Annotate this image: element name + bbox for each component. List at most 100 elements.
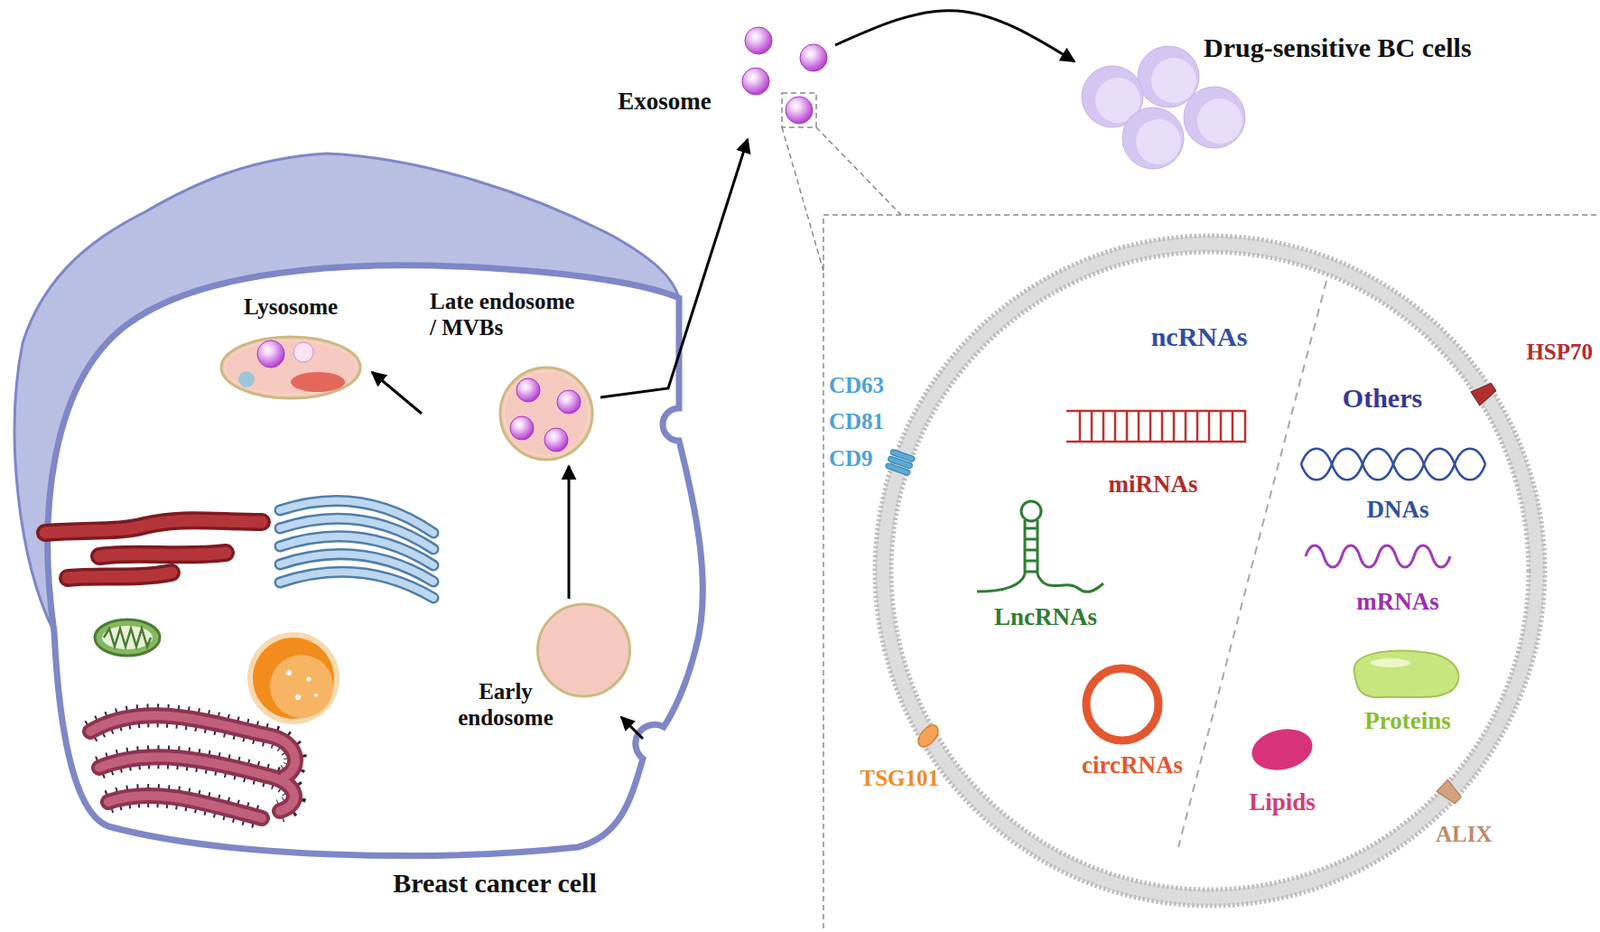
nucleus-envelope bbox=[247, 632, 340, 725]
rer-tube bbox=[108, 795, 262, 819]
zoom-box bbox=[781, 93, 817, 128]
lysosome-shape bbox=[221, 336, 361, 399]
flow-arrow bbox=[835, 10, 1075, 62]
exosome-group-shape bbox=[595, 23, 833, 136]
bc-cell-highlight bbox=[1151, 57, 1197, 103]
component-label: CD9 bbox=[828, 446, 874, 473]
protein-icon bbox=[1354, 651, 1460, 698]
mito-outer bbox=[94, 619, 160, 656]
late-endosome: Late endosome / MVBs bbox=[424, 283, 598, 463]
exosome-vesicle bbox=[516, 378, 540, 402]
bc-cell bbox=[1183, 86, 1246, 149]
er-tube bbox=[45, 520, 262, 533]
bc-cell bbox=[1122, 107, 1184, 169]
component-label: HSP70 bbox=[1525, 339, 1593, 366]
bc-cell-highlight bbox=[1197, 98, 1243, 144]
flow-arrow bbox=[600, 139, 748, 398]
lncrna-tail bbox=[976, 574, 1025, 592]
exosome-vesicle bbox=[257, 340, 285, 368]
membrane-leaflet bbox=[891, 251, 1529, 890]
endoplasmic-reticulum bbox=[45, 520, 262, 578]
nucleus-inner bbox=[269, 654, 334, 718]
hsp70-icon bbox=[1470, 380, 1498, 406]
node-label: Late endosome / MVBs bbox=[429, 288, 582, 342]
vesicle bbox=[293, 342, 314, 363]
nuclear-pore bbox=[295, 694, 301, 700]
component-label: circRNAs bbox=[1081, 751, 1183, 780]
vesicle bbox=[238, 371, 255, 388]
mito-inner bbox=[102, 625, 153, 650]
shape-group bbox=[221, 336, 361, 399]
node-label: Breast cancer cell bbox=[392, 867, 596, 900]
exosome-vesicle bbox=[744, 27, 773, 55]
early-endosome-shape bbox=[537, 604, 630, 697]
er-tube bbox=[67, 572, 172, 578]
lncrna-loop bbox=[1021, 501, 1042, 521]
component-label: DNAs bbox=[1366, 495, 1429, 524]
component-label: miRNAs bbox=[1108, 470, 1199, 499]
golgi-cisterna bbox=[279, 571, 434, 598]
late-endosome-shape bbox=[500, 367, 593, 460]
drug-sensitive-cells: Drug-sensitive BC cells bbox=[1078, 25, 1561, 174]
component-label: mRNAs bbox=[1356, 587, 1440, 616]
exosome-vesicle bbox=[785, 96, 813, 124]
dna-strand bbox=[1301, 448, 1486, 481]
golgi bbox=[279, 500, 434, 598]
nuclear-pore bbox=[314, 693, 318, 698]
nuclear-pore bbox=[286, 669, 292, 676]
exosome-detail bbox=[874, 235, 1545, 906]
alix-icon bbox=[1436, 779, 1464, 807]
component-label: TSG101 bbox=[859, 765, 940, 792]
component-label: ALIX bbox=[1435, 821, 1493, 848]
dna-strand bbox=[1301, 448, 1486, 481]
exosome-membrane bbox=[883, 243, 1537, 898]
lysosome-inner bbox=[224, 340, 357, 395]
nucleus bbox=[247, 632, 340, 725]
bc-cell-highlight bbox=[1135, 119, 1182, 165]
vesicle bbox=[290, 372, 345, 392]
cell-outline bbox=[14, 153, 703, 856]
lysosome: Lysosome bbox=[214, 287, 369, 403]
lipid-icon bbox=[1247, 723, 1317, 775]
exosome-vesicle bbox=[800, 44, 828, 72]
node-label: Early endosome bbox=[454, 679, 559, 732]
exosome-vesicle bbox=[557, 390, 581, 414]
tetraspanin-icon bbox=[884, 448, 916, 476]
exosome-vesicle bbox=[544, 427, 568, 452]
protein-highlight bbox=[1370, 658, 1411, 668]
rer-tube bbox=[90, 715, 296, 777]
zoom-line bbox=[816, 127, 902, 215]
exosome-group: Exosome bbox=[595, 23, 833, 136]
shape-group bbox=[500, 367, 593, 460]
late-endosome-inner bbox=[503, 371, 589, 456]
mirna-icon bbox=[1066, 410, 1246, 442]
rer-tube bbox=[108, 795, 262, 819]
mrna-icon bbox=[1305, 545, 1451, 568]
nucleus-body bbox=[252, 637, 335, 719]
er-tube bbox=[45, 520, 262, 533]
cell-membrane bbox=[47, 265, 704, 856]
nuclear-pore bbox=[306, 677, 312, 682]
component-label: Lipids bbox=[1248, 788, 1316, 817]
shape-group bbox=[742, 27, 828, 124]
node-label: Lysosome bbox=[243, 294, 338, 321]
circrna-icon bbox=[1086, 668, 1159, 741]
flow-arrow bbox=[372, 372, 422, 414]
rough-er bbox=[90, 715, 296, 819]
exosome-vesicle bbox=[510, 416, 534, 440]
er-tube bbox=[99, 552, 226, 557]
component-label: CD81 bbox=[828, 409, 884, 436]
endocytosis-arrow bbox=[621, 716, 643, 739]
node-label: Drug-sensitive BC cells bbox=[1203, 32, 1472, 65]
mitochondrion bbox=[94, 619, 160, 656]
er-tube bbox=[67, 572, 172, 578]
component-label: Proteins bbox=[1364, 706, 1452, 735]
early-endosome: Early endosome bbox=[450, 601, 633, 735]
tetraspanin-bar bbox=[884, 462, 911, 476]
exosome-vesicle bbox=[742, 67, 770, 95]
component-label: LncRNAs bbox=[994, 603, 1098, 632]
lncrna-stem bbox=[1024, 520, 1038, 575]
